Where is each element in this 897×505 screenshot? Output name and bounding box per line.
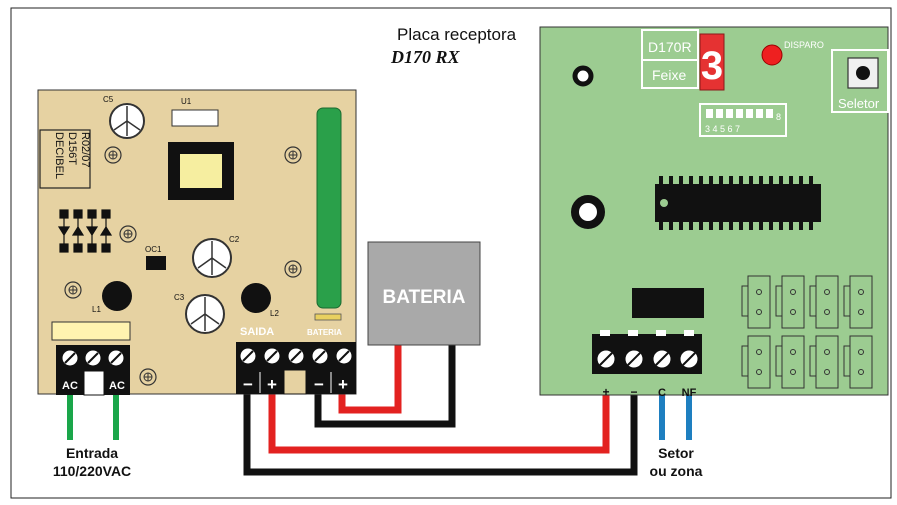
connector xyxy=(809,335,839,389)
battery: BATERIA xyxy=(367,241,481,346)
label-c5: C5 xyxy=(103,95,114,104)
optocoupler-oc1 xyxy=(146,256,166,270)
capacitor-c2: C2 xyxy=(192,235,240,278)
receiver-title: Placa receptora xyxy=(397,25,517,44)
ac-fuse-holder xyxy=(51,321,131,341)
receiver-terminal-nf: NF xyxy=(682,387,697,399)
label-u1: U1 xyxy=(181,97,192,106)
label-l1: L1 xyxy=(92,305,101,314)
transformer-core xyxy=(180,154,222,188)
mounting-hole xyxy=(119,225,137,243)
label-saida: SAIDA xyxy=(240,326,274,338)
dip-switch[interactable] xyxy=(699,103,787,137)
input-label-line1: Entrada xyxy=(66,445,118,461)
label-oc1: OC1 xyxy=(145,245,162,254)
selector-button[interactable] xyxy=(847,57,879,89)
label-ac-right: AC xyxy=(109,380,125,392)
fuse xyxy=(314,313,342,321)
relay xyxy=(632,288,704,318)
receiver-terminal-minus: − xyxy=(630,385,637,399)
microcontroller-chip xyxy=(655,176,821,230)
receiver-hole-large xyxy=(571,195,605,229)
inductor-l2 xyxy=(241,283,271,313)
display-label-top: D170R xyxy=(648,39,692,55)
mounting-hole xyxy=(64,281,82,299)
connector xyxy=(843,275,873,329)
ac-terminal-block xyxy=(56,345,130,396)
capacitor-c5: C5 xyxy=(103,95,145,139)
connector xyxy=(843,335,873,389)
vendor-line-1: DECIBEL xyxy=(53,132,65,179)
sign-saida-minus: − xyxy=(243,375,253,394)
connector xyxy=(775,275,805,329)
display-label-box-bottom xyxy=(641,59,699,89)
input-label-line2: 110/220VAC xyxy=(53,463,131,479)
display-digit: 3 xyxy=(701,44,723,88)
receiver-hole-small xyxy=(572,65,594,87)
connector-grid xyxy=(741,275,873,389)
connector xyxy=(809,275,839,329)
label-l2: L2 xyxy=(270,309,279,318)
sign-bateria-minus: − xyxy=(314,375,324,394)
seven-segment-display xyxy=(699,33,725,91)
wires xyxy=(67,338,692,476)
receiver-terminal-block xyxy=(592,330,702,374)
battery-body xyxy=(367,241,481,346)
output-terminal-block xyxy=(236,342,356,395)
vendor-box xyxy=(39,129,91,189)
label-c3: C3 xyxy=(174,293,185,302)
wire-black-bateria xyxy=(314,338,456,428)
led-label: DISPARO xyxy=(784,40,824,50)
sign-saida-plus: + xyxy=(267,375,277,394)
receiver-terminal-c: C xyxy=(658,387,666,399)
label-ac-left: AC xyxy=(62,380,78,392)
inductor-l1 xyxy=(102,281,132,311)
capacitor-c3: C3 xyxy=(174,293,225,334)
wire-red-saida xyxy=(268,390,610,454)
connector xyxy=(741,275,771,329)
wire-red-bateria xyxy=(338,338,402,414)
battery-label: BATERIA xyxy=(382,287,465,308)
selector-label-box xyxy=(831,49,889,113)
zone-label-line1: Setor xyxy=(658,445,694,461)
zone-label-line2: ou zona xyxy=(650,463,703,479)
led-disparo xyxy=(761,44,783,66)
mounting-hole xyxy=(284,260,302,278)
vendor-line-3: R02/07 xyxy=(79,132,91,167)
selector-label: Seletor xyxy=(838,96,880,111)
psu-board: DECIBEL D156T R02/07 C5 C2 C3 U1 xyxy=(37,89,357,396)
label-c2: C2 xyxy=(229,235,240,244)
receiver-board: D170R Feixe 3 DISPARO Seletor 3 4 5 xyxy=(539,26,889,399)
connector xyxy=(741,335,771,389)
receiver-terminal-plus: + xyxy=(602,385,609,399)
mounting-hole xyxy=(139,368,157,386)
vendor-line-2: D156T xyxy=(66,132,78,165)
diode-bridge xyxy=(57,209,113,253)
connector xyxy=(775,335,805,389)
regulator-u1 xyxy=(171,109,219,127)
heatsink-bar xyxy=(316,107,342,309)
sign-bateria-plus: + xyxy=(338,375,348,394)
mounting-hole xyxy=(104,146,122,164)
dip-numbers: 3 4 5 6 7 xyxy=(705,124,740,134)
dip-number-last: 8 xyxy=(776,112,781,122)
label-bateria-terminal: BATERIA xyxy=(307,328,342,337)
receiver-model: D170 RX xyxy=(390,47,461,67)
diagram-frame xyxy=(10,7,892,499)
display-label-bottom: Feixe xyxy=(652,67,686,83)
wire-black-saida xyxy=(243,390,638,476)
mounting-hole xyxy=(284,146,302,164)
